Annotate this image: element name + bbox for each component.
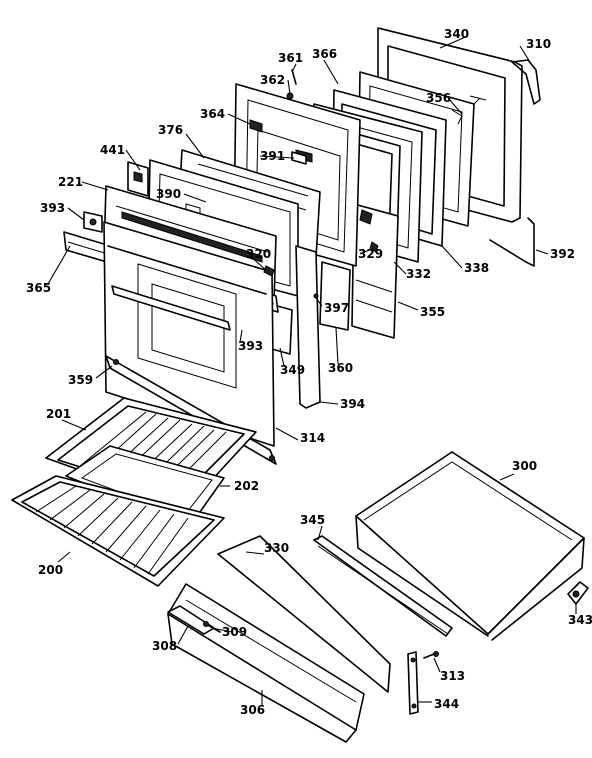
label-392: 392 [550, 247, 575, 261]
label-394: 394 [340, 397, 365, 411]
label-320: 320 [246, 247, 271, 261]
label-308: 308 [152, 639, 177, 653]
part-349-360-inner-liner [267, 261, 351, 355]
leader-lines [47, 35, 577, 706]
label-313: 313 [440, 669, 465, 683]
part-392-hinge [489, 217, 535, 267]
label-314: 314 [300, 431, 325, 445]
label-338: 338 [464, 261, 489, 275]
label-201: 201 [46, 407, 71, 421]
label-221: 221 [58, 175, 83, 189]
label-365: 365 [26, 281, 51, 295]
label-309: 309 [222, 625, 247, 639]
label-362: 362 [260, 73, 285, 87]
part-441-bracket [127, 161, 149, 197]
label-391: 391 [260, 149, 285, 163]
label-355: 355 [420, 305, 445, 319]
label-300: 300 [512, 459, 537, 473]
part-200-oven-rack [11, 475, 225, 587]
label-306: 306 [240, 703, 265, 717]
label-390: 390 [156, 187, 181, 201]
label-376: 376 [158, 123, 183, 137]
label-361: 361 [278, 51, 303, 65]
label-343: 343 [568, 613, 592, 627]
part-number-labels: 340 310 361 366 362 356 364 376 391 441 … [26, 27, 592, 717]
label-329: 329 [358, 247, 383, 261]
part-313-screw [423, 651, 439, 659]
label-310: 310 [526, 37, 551, 51]
label-330: 330 [264, 541, 289, 555]
label-441: 441 [100, 143, 125, 157]
label-360: 360 [328, 361, 353, 375]
label-359: 359 [68, 373, 93, 387]
part-343-roller [567, 581, 589, 605]
label-200: 200 [38, 563, 63, 577]
label-332: 332 [406, 267, 431, 281]
label-349: 349 [280, 363, 305, 377]
part-330-kick-panel [217, 535, 391, 693]
part-306-drawer-front [167, 583, 365, 743]
label-366: 366 [312, 47, 337, 61]
label-340: 340 [444, 27, 469, 41]
part-394-door-stop [295, 245, 321, 409]
part-344-slide-rod [407, 651, 419, 715]
label-393-lower: 393 [238, 339, 263, 353]
label-356: 356 [426, 91, 451, 105]
part-300-drawer [355, 451, 585, 641]
part-355-insulation [351, 203, 399, 339]
label-397: 397 [324, 301, 349, 315]
label-202: 202 [234, 479, 259, 493]
label-344: 344 [434, 697, 459, 711]
label-364: 364 [200, 107, 225, 121]
label-393-upper: 393 [40, 201, 65, 215]
label-345: 345 [300, 513, 325, 527]
part-310-clip [511, 59, 541, 105]
